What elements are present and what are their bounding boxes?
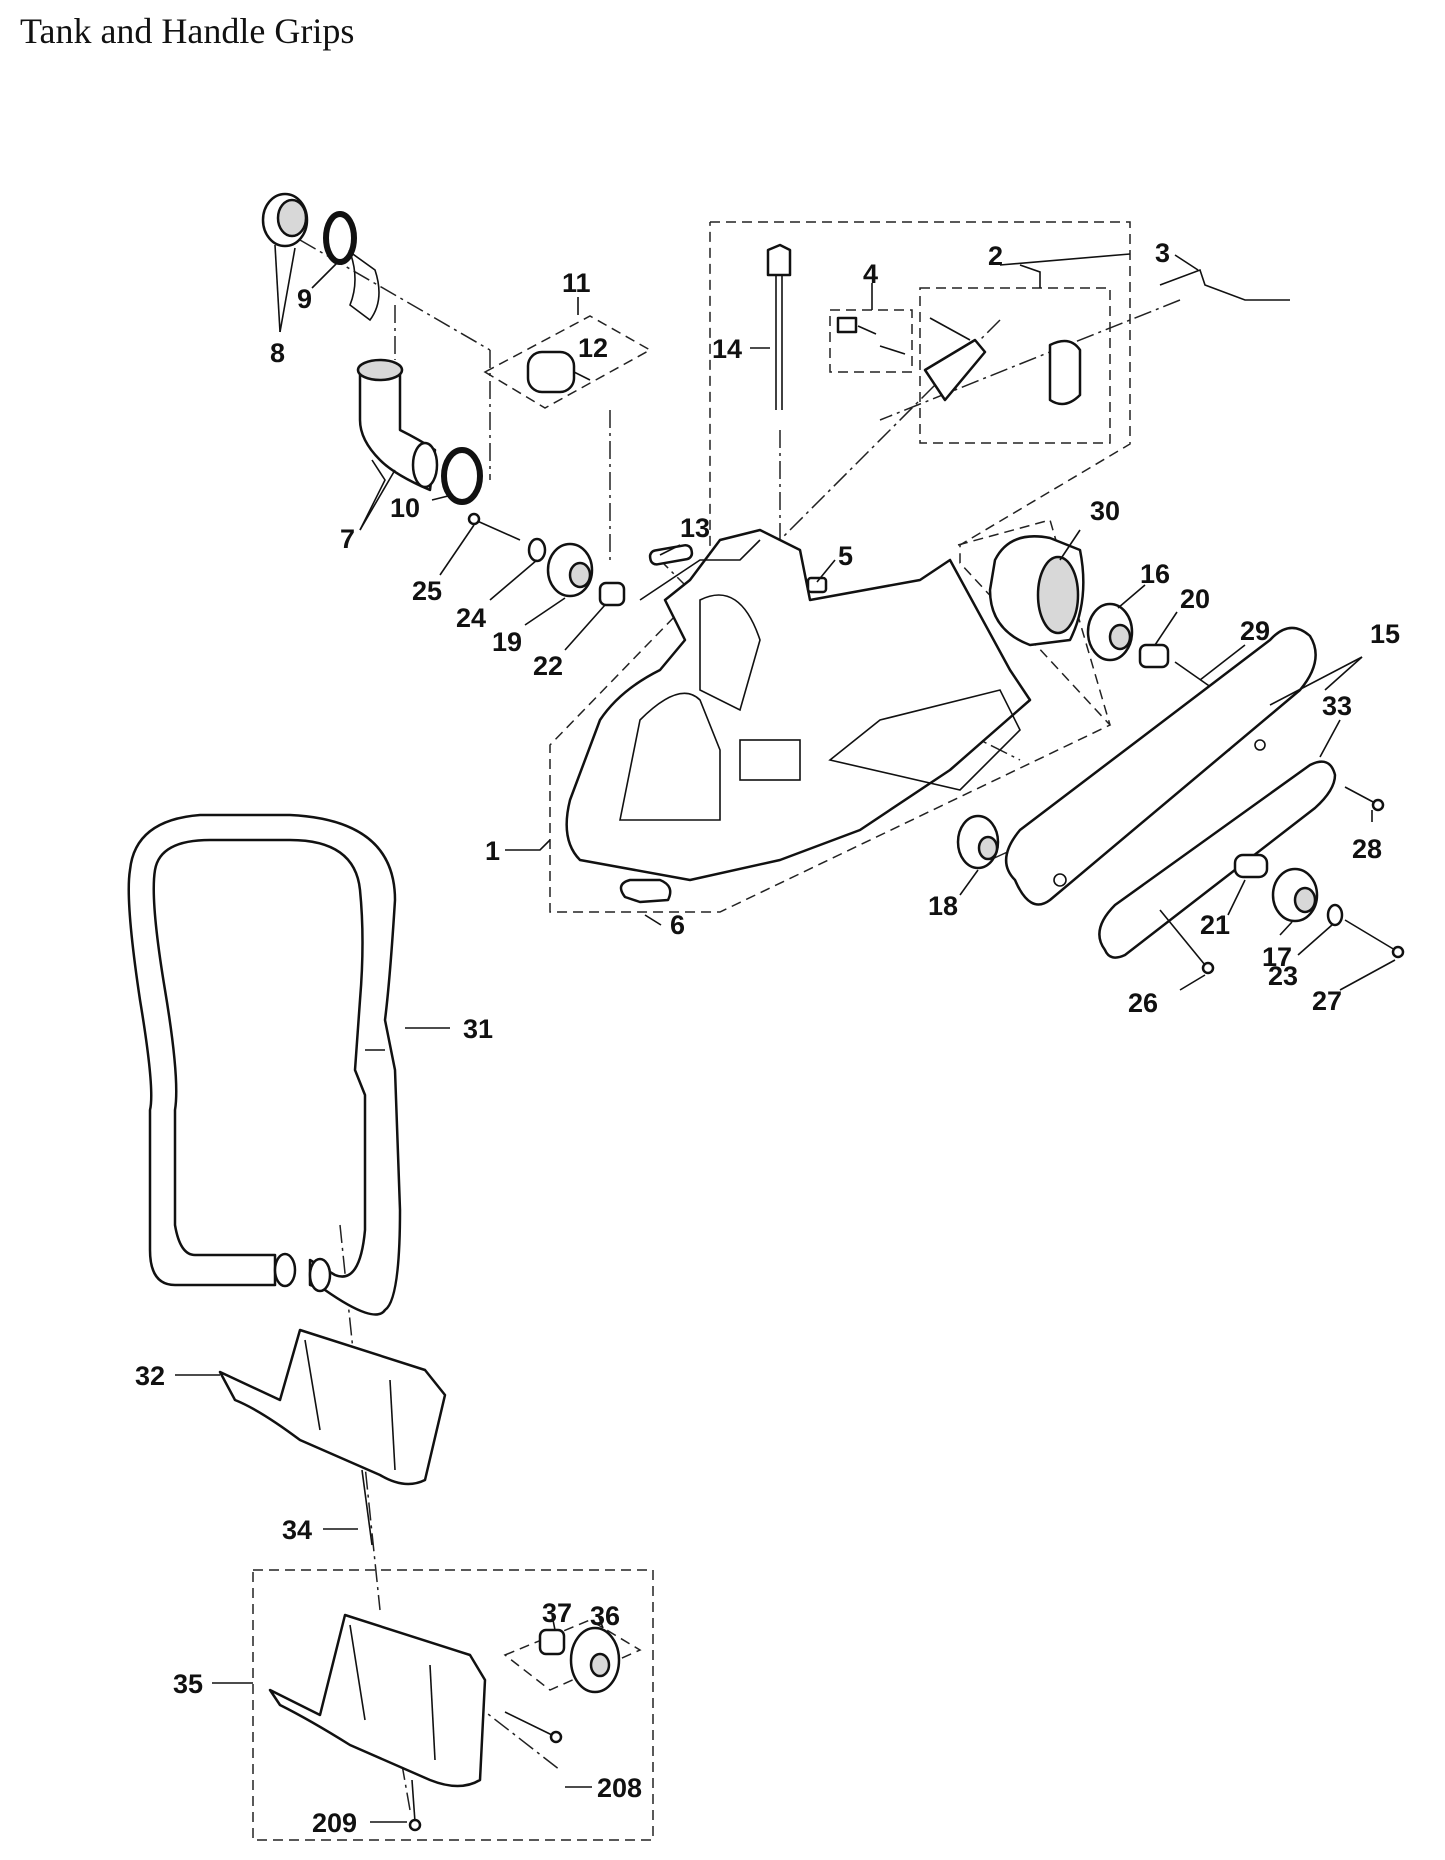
callout-14: 14 [712,334,742,364]
callout-1: 1 [485,836,500,866]
callout-7: 7 [340,524,355,554]
throttle-parts [836,268,1290,406]
callout-2: 2 [988,241,1003,271]
callout-23: 23 [1268,961,1298,991]
callout-209: 209 [312,1808,357,1838]
callout-3: 3 [1155,238,1170,268]
lower-grip-35-part [268,1613,621,1832]
callout-32: 32 [135,1361,165,1391]
callout-29: 29 [1240,616,1270,646]
callout-4: 4 [863,259,878,289]
callout-18: 18 [928,891,958,921]
av-element-part [988,535,1085,647]
assembly-lines [299,239,1231,1811]
callout-20: 20 [1180,584,1210,614]
fuel-filter-part [526,350,591,394]
callout-24: 24 [456,603,486,633]
fuel-tank-part [565,528,1032,882]
callout-5: 5 [838,541,853,571]
callout-17: 17 [1262,942,1292,972]
lower-grip-32-part [218,1328,447,1546]
callout-6: 6 [670,910,685,940]
callout-30: 30 [1090,496,1120,526]
callout-26: 26 [1128,988,1158,1018]
callout-208: 208 [597,1773,642,1803]
pin-parts [648,543,828,594]
long-bolt-part [766,243,792,410]
callout-22: 22 [533,651,563,681]
callout-28: 28 [1352,834,1382,864]
callout-25: 25 [412,576,442,606]
callout-37: 37 [542,1598,572,1628]
callout-11: 11 [562,268,591,298]
handle-bar-part [127,813,402,1316]
callout-12: 12 [578,333,608,363]
side-handle-plate-part [1005,626,1337,959]
callout-16: 16 [1140,559,1170,589]
callout-labels: 1 2 3 4 5 6 7 8 9 10 11 12 13 14 15 16 1… [135,238,1400,1838]
right-upper-mount-parts [1086,602,1225,699]
filler-elbow-part [356,358,483,505]
callout-27: 27 [1312,986,1342,1016]
left-mount-parts [467,512,626,607]
callout-31: 31 [463,1014,493,1044]
group-boxes [252,221,1131,1841]
callout-36: 36 [590,1601,620,1631]
callout-9: 9 [297,284,312,314]
rubber-foot-part [619,878,672,904]
lower-mount-18 [956,814,1000,870]
page-title: Tank and Handle Grips [20,11,355,51]
callout-15: 15 [1370,619,1400,649]
callout-33: 33 [1322,691,1352,721]
right-lower-mount-parts [1159,786,1405,975]
callout-10: 10 [390,493,420,523]
leader-lines [175,244,1396,1823]
callout-21: 21 [1200,910,1230,940]
callout-19: 19 [492,627,522,657]
callout-35: 35 [173,1669,203,1699]
callout-34: 34 [282,1515,312,1545]
fuel-cap-part [261,192,380,322]
callout-13: 13 [680,513,710,543]
callout-8: 8 [270,338,285,368]
